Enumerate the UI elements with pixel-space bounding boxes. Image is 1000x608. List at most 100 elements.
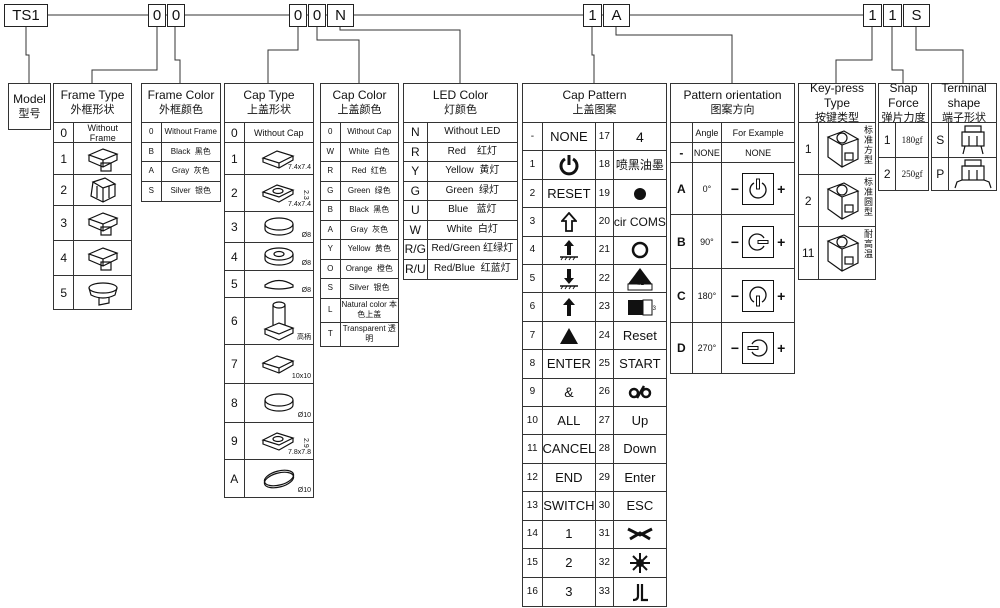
square-switch-icon [820, 127, 864, 171]
straight-terminal-icon [953, 124, 993, 156]
option-value [74, 175, 131, 205]
value-label: Without Frame [164, 127, 217, 137]
option-code: R/G [404, 240, 428, 259]
option-value: Angle [693, 123, 723, 142]
value-label: Up [631, 412, 649, 428]
option-value: NONE [722, 143, 794, 162]
code-label: 2 [804, 193, 812, 208]
option-value: −+ [722, 163, 794, 214]
value-label: 喷黑油墨 [615, 158, 664, 173]
option-code: 24 [596, 321, 614, 350]
frame-type-title: Frame Type [60, 88, 125, 102]
frame-type-title-zh: 外框形状 [70, 104, 115, 116]
option-code: Y [321, 240, 341, 259]
hollow-up-arrow-icon [560, 211, 577, 232]
option-value: 高柄 [245, 298, 313, 344]
option-code: N [404, 123, 428, 142]
option-value: 3 [614, 293, 666, 320]
code-label: 0 [60, 125, 68, 140]
orientation-example: −+ [731, 332, 785, 364]
option-value: Natural color 本色上盖 [341, 299, 398, 322]
model-title-zh: 型号 [18, 107, 41, 120]
code-label: 11 [802, 246, 815, 260]
option-value: cir COMS [614, 208, 666, 235]
option-value [543, 208, 596, 236]
minus-sign: − [730, 180, 740, 197]
pcb-terminal-icon [951, 158, 995, 190]
code-label: 18 [598, 159, 610, 171]
value-label: Without Frame [87, 123, 118, 142]
minus-sign: − [730, 340, 740, 356]
option-value: −+ [722, 269, 794, 322]
code-segment: 1 [583, 4, 602, 27]
option-value: 2 [543, 549, 596, 577]
code-label: P [936, 167, 945, 181]
option-code: 5 [54, 276, 75, 309]
dimension-label: 7.8x7.8 [288, 449, 311, 456]
large-square-cap-icon [259, 353, 299, 375]
value-label: SWITCH [543, 497, 595, 513]
value-label: 0° [702, 183, 712, 194]
option-value: Gray 灰色 [162, 162, 220, 181]
value-label: ENTER [546, 355, 591, 371]
terminal-shape-row: S [932, 123, 996, 158]
code-label: 12 [526, 471, 538, 483]
option-code: C [671, 269, 693, 322]
code-label: 28 [598, 443, 610, 455]
code-label: 11 [527, 443, 538, 455]
power-icon [558, 154, 580, 176]
value-label: Black 黑色 [170, 146, 211, 156]
option-value: 4.2 [614, 265, 666, 292]
height-label: 2.9 [302, 437, 309, 448]
value-label: Yellow 黄灯 [445, 165, 500, 177]
tilted-round-cap-icon [259, 468, 299, 490]
square-3-icon [624, 297, 656, 317]
code-label: 15 [526, 556, 538, 568]
value-label: Green 绿灯 [445, 184, 499, 196]
option-value [614, 379, 666, 406]
option-value: ENTER [543, 350, 596, 378]
value-label: Angle [695, 127, 719, 138]
option-value [614, 237, 666, 264]
option-code: 9 [523, 378, 543, 407]
up-arrow-ground-icon [558, 239, 580, 261]
option-value: 0° [693, 163, 723, 214]
option-code: 32 [596, 549, 614, 577]
value-label: & [564, 384, 574, 401]
up-arrow-icon [561, 297, 577, 317]
option-code: 4 [523, 236, 543, 265]
code-label: W [409, 222, 421, 237]
filled-triangle-icon [559, 327, 579, 345]
option-code: 1 [225, 143, 245, 174]
cap-pattern-title: Cap Pattern [562, 88, 627, 102]
bird-symbol-icon [627, 525, 653, 543]
frame-type-row: 2 [54, 175, 131, 206]
dimension-label: 3 [652, 306, 656, 313]
option-value: END [543, 463, 596, 492]
value-label: Yellow 黄色 [347, 244, 391, 254]
option-value: Down [614, 435, 666, 462]
code-label: S [327, 283, 333, 293]
power-example-icon [747, 285, 769, 307]
code-segment: 1 [863, 4, 882, 27]
square-hole-cap-icon [259, 182, 299, 204]
option-code: S [932, 123, 950, 157]
code-label: G [327, 185, 334, 195]
